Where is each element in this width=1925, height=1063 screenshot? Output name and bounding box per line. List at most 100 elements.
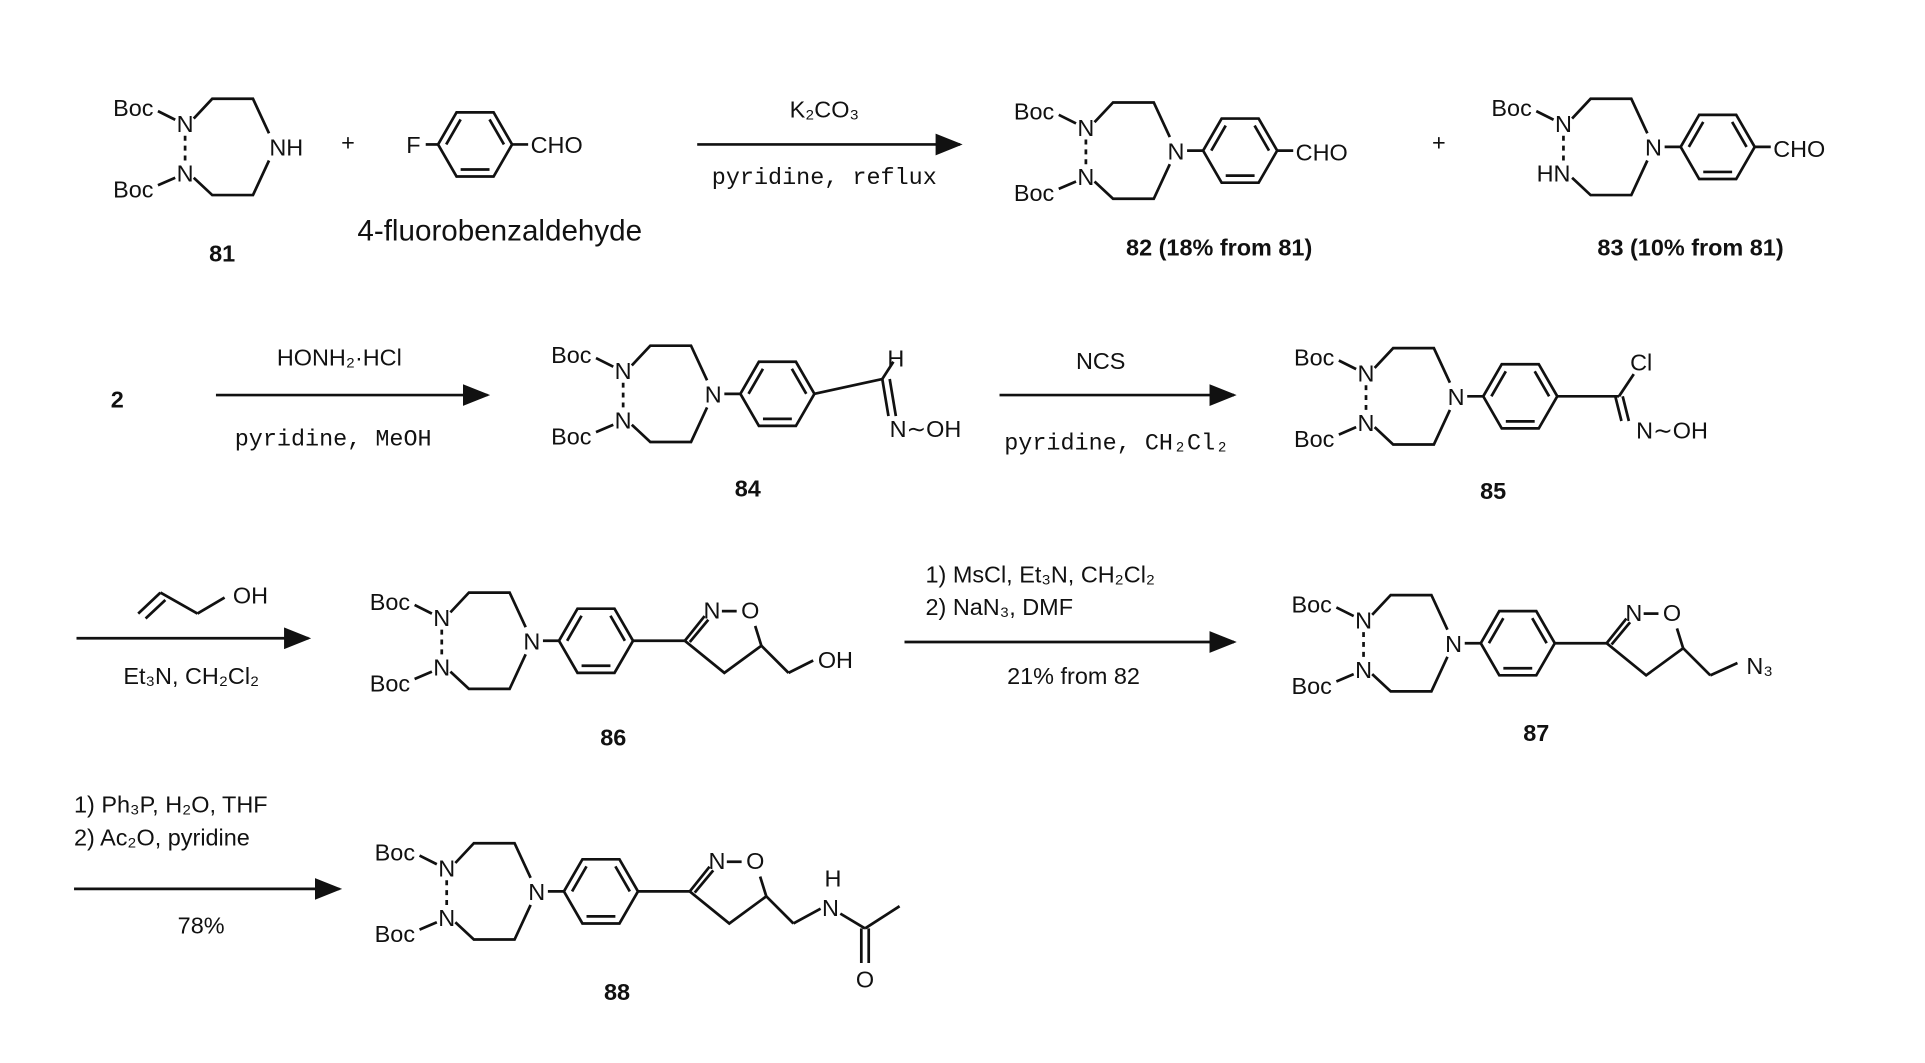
aromatic-double-bond [610, 616, 624, 641]
n-label: N [615, 358, 632, 384]
n-label: N [1358, 360, 1375, 386]
allyl-bond [197, 598, 224, 614]
step2-reagent-label: HONH₂·HCl [277, 344, 402, 370]
aldehyde-label: CHO [1296, 139, 1348, 165]
boc-bond [158, 178, 175, 185]
n-label: N [523, 628, 540, 654]
aromatic-double-bond [1255, 126, 1269, 151]
aromatic-double-bond [1489, 618, 1503, 643]
diazepane-ring [194, 160, 269, 195]
diazepane-ring [1375, 348, 1450, 383]
c-n-double-bond [1623, 396, 1629, 421]
boc-bond [420, 922, 437, 929]
isoxazoline-n-label: N [708, 848, 725, 874]
n-label: N [1077, 164, 1094, 190]
step3-reagent-label: NCS [1076, 348, 1125, 374]
bond [793, 909, 820, 924]
step1-condition-label: pyridine, reflux [712, 165, 937, 192]
aromatic-double-bond [490, 119, 504, 144]
diazepane-ring [632, 407, 707, 442]
boc-bond [1059, 115, 1076, 124]
methyl-bond [865, 906, 900, 928]
compound-81-label: 81 [209, 241, 235, 267]
step5-reagent-1-label: 1) MsCl, Et₃N, CH₂Cl₂ [925, 562, 1155, 588]
boc-label: Boc [375, 840, 416, 866]
benzene-ring [438, 112, 512, 176]
aromatic-double-bond [1535, 371, 1549, 396]
n-label: N [177, 111, 194, 137]
plus-sign: + [341, 130, 355, 156]
diazepane-ring [455, 905, 530, 940]
diazepane-ring [1095, 164, 1170, 199]
boc-label: Boc [113, 95, 154, 121]
boc-label: Boc [375, 921, 416, 947]
n-label: N [1555, 111, 1572, 137]
aromatic-double-bond [572, 866, 586, 891]
compound-82-label: 82 (18% from 81) [1126, 235, 1312, 261]
boc-label: Boc [113, 177, 154, 203]
n-label: N [433, 654, 450, 680]
step6-reagent-2-label: 2) Ac₂O, pyridine [74, 825, 250, 851]
aromatic-double-bond [446, 119, 460, 144]
boc-bond [158, 111, 175, 120]
n-label: N [705, 381, 722, 407]
c-n-double-bond [882, 379, 888, 416]
step6-reagent-1-label: 1) Ph₃P, H₂O, THF [74, 791, 268, 817]
isoxazoline-n-label: N [1625, 600, 1642, 626]
boc-bond [1059, 181, 1076, 188]
benzene-ring [559, 609, 633, 673]
isoxazoline-o-label: O [746, 848, 764, 874]
compound-86-label: 86 [600, 725, 626, 751]
isoxazoline-o-label: O [1663, 600, 1681, 626]
aromatic-double-bond [1532, 618, 1546, 643]
n-label: N [177, 160, 194, 186]
boc-label: Boc [1292, 673, 1333, 699]
fluorine-label: F [406, 132, 420, 158]
diazepane-ring [632, 346, 707, 381]
boc-label: Boc [1014, 99, 1055, 125]
aromatic-double-bond [749, 369, 763, 394]
boc-label: Boc [551, 342, 592, 368]
compound-85-label: 85 [1480, 478, 1506, 504]
reagent-name-label: 4-fluorobenzaldehyde [357, 215, 642, 248]
carbonyl-o-label: O [856, 967, 874, 993]
n-label: N [433, 605, 450, 631]
aromatic-double-bond [1211, 126, 1225, 151]
benzene-ring [1203, 119, 1277, 183]
isoxazoline-o-label: O [741, 598, 759, 624]
n-label: N [1355, 657, 1372, 683]
oxime-label: N∼OH [1636, 417, 1708, 443]
diazepane-ring [450, 593, 525, 628]
diazepane-ring [1375, 410, 1450, 445]
n-label: N [528, 879, 545, 905]
bond [814, 379, 882, 394]
aromatic-double-bond [615, 866, 629, 891]
aromatic-double-bond [1689, 122, 1703, 147]
diazepane-ring [1095, 102, 1170, 137]
bond [1710, 663, 1737, 675]
chlorine-label: Cl [1630, 349, 1652, 375]
bond [766, 896, 793, 923]
aromatic-double-bond [1491, 371, 1505, 396]
boc-bond [596, 358, 613, 367]
step5-reagent-2-label: 2) NaN₃, DMF [925, 594, 1073, 620]
n-label: N [1645, 135, 1662, 161]
step1-reagent-label: K₂CO₃ [790, 96, 859, 122]
n-label: N [1445, 631, 1462, 657]
diazepane-ring [194, 99, 269, 134]
diazepane-ring [1572, 160, 1647, 195]
aldehyde-label: CHO [1773, 136, 1825, 162]
amide-n-label: N [822, 895, 839, 921]
boc-bond [415, 672, 432, 679]
hn-label: HN [1537, 160, 1571, 186]
n-label: N [438, 856, 455, 882]
aromatic-double-bond [1732, 122, 1746, 147]
bond [761, 646, 788, 673]
boc-label: Boc [1014, 180, 1055, 206]
isoxazoline-n-label: N [704, 598, 721, 624]
benzene-ring [1681, 115, 1755, 179]
boc-label: Boc [370, 589, 411, 615]
aldehyde-label: CHO [531, 132, 583, 158]
n-label: N [438, 905, 455, 931]
